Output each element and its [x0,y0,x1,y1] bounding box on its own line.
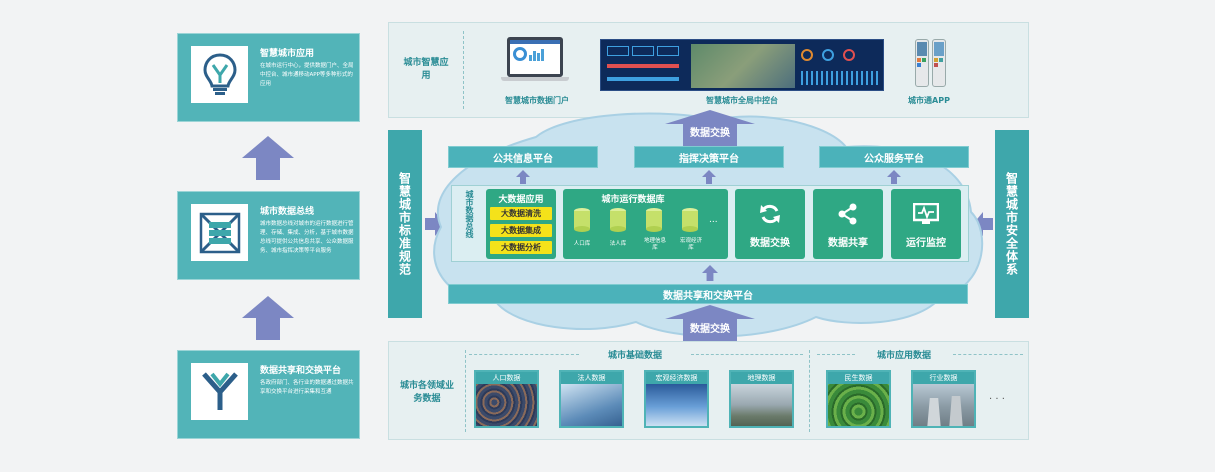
db-label: 地理信息库 [643,238,666,251]
bigdata-analyze: 大数据分析 [490,241,552,254]
bigdata-clean: 大数据清洗 [490,207,552,220]
up-arrow-icon [242,136,294,180]
photo-label: 人口数据 [476,372,537,384]
laptop-icon [501,37,569,85]
photo-population: 人口数据 [474,370,539,428]
service-share[interactable]: 数据共享 [813,189,883,259]
exchange-arrow-top [665,110,755,146]
card-smart-city-app: 智慧城市应用 在城市运行中心，提供数据门户、全局中控台、城市通移动APP等多种形… [177,33,360,122]
card-city-data-bus: 城市数据总线 城市数据总线对城市的运行数据进行管理、存储、集成、分析，基于城市数… [177,191,360,280]
up-arrow-icon [242,296,294,340]
bigdata-integrate: 大数据集成 [490,224,552,237]
database-icon [574,208,590,232]
smart-app-panel: 城市智慧应用 智慧城市数据门户 [388,22,1029,118]
phone-icon [915,39,929,87]
photo-livelihood: 民生数据 [826,370,891,428]
card-desc: 城市数据总线对城市的运行数据进行管理、存储、集成、分析，基于城市数据总线可提供公… [260,221,354,254]
security-sidebar: 智慧城市安全体系 [995,130,1029,318]
database-icon [682,208,698,232]
service-label: 数据交换 [750,238,790,249]
up-arrow-icon [702,170,716,184]
city-db-block: 城市运行数据库 人口库 法人库 地理信息库 宏观经济库 ... [563,189,728,259]
service-monitor[interactable]: 运行监控 [891,189,961,259]
bigdata-title: 大数据应用 [498,195,544,205]
db-label: 人口库 [573,241,591,247]
exchange-label-bottom: 数据交换 [690,324,730,335]
platform-public-service: 公众服务平台 [819,146,969,168]
dashboard-screen [600,39,884,91]
card-title: 数据共享和交换平台 [260,366,342,376]
app-label: 城市通APP [908,96,950,105]
basic-data-title: 城市基础数据 [607,351,662,361]
photo-geography: 地理数据 [729,370,794,428]
up-arrow-icon [702,265,718,281]
bigdata-block: 大数据应用 大数据清洗 大数据集成 大数据分析 [486,189,556,259]
service-label: 运行监控 [906,238,946,249]
card-title: 城市数据总线 [260,207,315,217]
card-title: 智慧城市应用 [260,49,315,59]
up-arrow-icon [887,170,901,184]
database-icon [610,208,626,232]
card-desc: 各政府部门、各行业的数据通过数据共享和交换平台进行采集和互通 [260,380,354,395]
exchange-arrow-bottom [665,305,755,341]
card-data-exchange-platform: 数据共享和交换平台 各政府部门、各行业的数据通过数据共享和交换平台进行采集和互通 [177,350,360,439]
app-data-title: 城市应用数据 [876,351,931,361]
merge-arrow-icon [191,363,248,420]
panel-label: 城市智慧应用 [403,58,449,81]
more-data: · · · [989,394,1005,405]
monitor-icon [913,203,939,224]
panel-label: 城市各领域业务数据 [399,381,454,404]
share-icon [838,203,857,225]
db-label: 宏观经济库 [679,238,702,251]
photo-industry: 行业数据 [911,370,976,428]
photo-macro-economy: 宏观经济数据 [644,370,709,428]
card-desc: 在城市运行中心，提供数据门户、全局中控台、城市通移动APP等多种形式的应用 [260,63,354,87]
database-icon [646,208,662,232]
photo-label: 地理数据 [731,372,792,384]
app-label: 智慧城市数据门户 [505,96,569,105]
lightbulb-icon [191,46,248,103]
platform-command: 指挥决策平台 [634,146,784,168]
photo-legal-person: 法人数据 [559,370,624,428]
photo-label: 宏观经济数据 [646,372,707,384]
photo-label: 民生数据 [828,372,889,384]
photo-label: 行业数据 [913,372,974,384]
refresh-icon [760,204,780,224]
db-label: 法人库 [609,241,627,247]
up-arrow-icon [516,170,530,184]
phone-icon [932,39,946,87]
service-exchange[interactable]: 数据交换 [735,189,805,259]
platform-public-info: 公共信息平台 [448,146,598,168]
service-label: 数据共享 [828,238,868,249]
app-label: 智慧城市全局中控台 [706,96,778,105]
city-db-title: 城市运行数据库 [601,195,665,205]
db-more: ... [709,215,718,225]
photo-label: 法人数据 [561,372,622,384]
network-hub-icon [191,204,248,261]
share-exchange-platform: 数据共享和交换平台 [448,284,968,304]
bus-label: 城市数据总线 [465,190,474,238]
standards-sidebar: 智慧城市标准规范 [388,130,422,318]
exchange-label-top: 数据交换 [690,128,730,139]
